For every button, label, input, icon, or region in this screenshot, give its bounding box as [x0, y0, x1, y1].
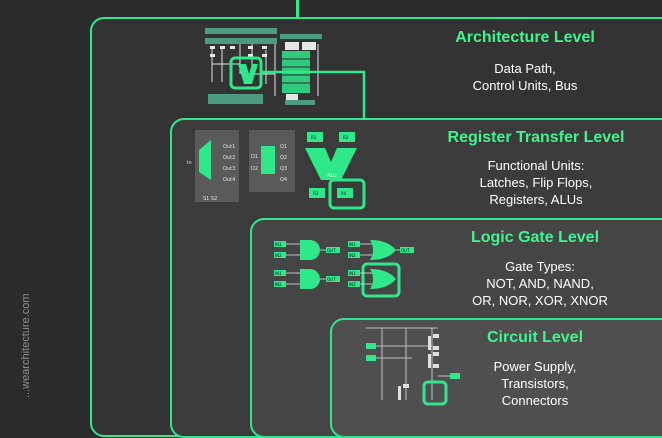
- gate-output-label: OUT: [327, 248, 336, 253]
- mux-output-label: Out2: [223, 155, 235, 161]
- gate-output-label: OUT: [401, 248, 410, 253]
- bus-taps: [210, 46, 267, 57]
- register-r3: [309, 188, 325, 198]
- gate-input-label: IN2: [349, 282, 356, 287]
- logic-gates-diagram: IN1 IN2 OUT IN1 IN2 OUT IN1 IN2 OUT IN1 …: [274, 240, 414, 298]
- gate-input-label: IN1: [349, 271, 356, 276]
- register-block: [286, 94, 298, 100]
- gate-input-label: IN2: [349, 253, 356, 258]
- transistor: [428, 334, 439, 350]
- alu-shape: [238, 64, 258, 84]
- description-line: Data Path,: [494, 61, 556, 76]
- description-line: NOT, AND, NAND,: [486, 276, 594, 291]
- register-r2: [339, 132, 355, 142]
- power-terminal: [450, 373, 460, 379]
- top-connector-line: [296, 0, 299, 19]
- or-gate: IN1 IN2: [348, 269, 396, 289]
- alu-shape: [305, 148, 357, 180]
- mux-shape: [199, 140, 211, 180]
- description-line: Functional Units:: [487, 158, 585, 173]
- description-line: Connectors: [501, 393, 569, 408]
- bus-bar: [205, 38, 277, 44]
- register-label: R1: [311, 135, 317, 140]
- logic-gate-level-title: Logic Gate Level: [470, 229, 600, 246]
- alu-label: ALU: [327, 173, 337, 179]
- power-terminal: [366, 355, 376, 361]
- latch-block: [261, 146, 275, 174]
- circuit-level-title: Circuit Level: [486, 329, 584, 346]
- and-gate: IN1 IN2 OUT: [274, 240, 340, 260]
- rtl-diagram: In Out1 Out2 Out3 Out4 S1 S2 D1 D2 Q1 Q2…: [187, 130, 366, 210]
- or-gate: IN1 IN2 OUT: [348, 240, 414, 260]
- bus-bar: [205, 28, 277, 34]
- register-block: [285, 42, 299, 50]
- transistor: [428, 352, 439, 368]
- bus-bar: [280, 34, 322, 39]
- gate-input-label: IN2: [275, 282, 282, 287]
- highlight-box: [229, 56, 263, 90]
- register-label: R2: [343, 135, 349, 140]
- description-line: Transistors,: [501, 376, 569, 391]
- mux-select-label: S2: [211, 196, 217, 202]
- mux-output-label: Out4: [223, 177, 235, 183]
- and-gate: IN1 IN2 OUT: [274, 269, 340, 289]
- circuit-level-description: Power Supply, Transistors, Connectors: [450, 358, 620, 409]
- register-transfer-level-description: Functional Units: Latches, Flip Flops, R…: [436, 157, 636, 208]
- logic-gate-level-description: Gate Types: NOT, AND, NAND, OR, NOR, XOR…: [440, 258, 640, 309]
- mux-output-label: Out1: [223, 144, 235, 150]
- register-label: R4: [341, 191, 347, 196]
- description-line: Registers, ALUs: [489, 192, 583, 207]
- latch-output-label: Q1: [280, 144, 287, 150]
- transistor: [398, 384, 409, 400]
- latch-input-label: D1: [251, 154, 258, 160]
- latch-input-label: D2: [251, 166, 258, 172]
- register-r1: [307, 132, 323, 142]
- register-transfer-level-title: Register Transfer Level: [447, 129, 625, 146]
- gate-input-label: IN1: [349, 242, 356, 247]
- mux-input-label: In: [187, 160, 192, 166]
- mux-select-label: S1: [203, 196, 209, 202]
- highlight-box: [328, 178, 366, 210]
- latch-output-label: Q2: [280, 155, 287, 161]
- circuit-diagram: [366, 327, 460, 406]
- bus-bar: [285, 100, 315, 105]
- architecture-level-description: Data Path, Control Units, Bus: [440, 60, 610, 94]
- description-line: Latches, Flip Flops,: [479, 175, 593, 190]
- description-line: Power Supply,: [493, 359, 577, 374]
- register-block: [302, 42, 316, 50]
- mux-output-label: Out3: [223, 166, 235, 172]
- gate-input-label: IN1: [275, 242, 282, 247]
- gate-output-label: OUT: [327, 277, 336, 282]
- power-terminal: [366, 343, 376, 349]
- description-line: Gate Types:: [505, 259, 575, 274]
- latch-output-label: Q3: [280, 166, 287, 172]
- description-line: OR, NOR, XOR, XNOR: [472, 293, 608, 308]
- bus-bar: [208, 94, 263, 104]
- highlight-box: [361, 262, 401, 298]
- latch-output-label: Q4: [280, 177, 287, 183]
- architecture-level-title: Architecture Level: [455, 29, 595, 46]
- site-watermark: ...wearchitecture.com: [20, 293, 32, 398]
- gate-input-label: IN2: [275, 253, 282, 258]
- description-line: Control Units, Bus: [472, 78, 578, 93]
- register-r4: [337, 188, 353, 198]
- gate-input-label: IN1: [275, 271, 282, 276]
- register-label: R3: [313, 191, 319, 196]
